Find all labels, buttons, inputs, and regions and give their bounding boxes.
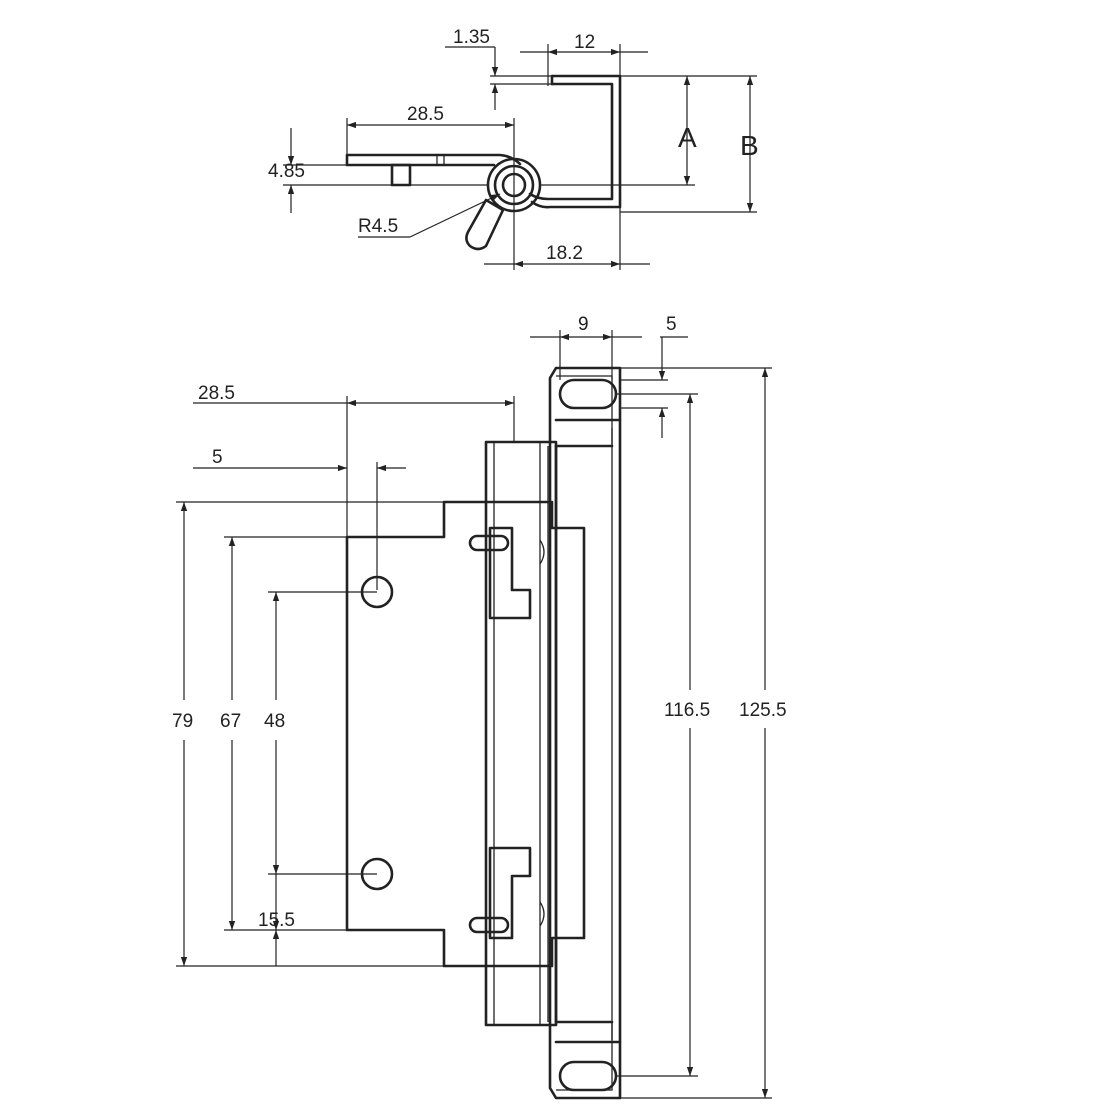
dim-hole-spacing: 48	[264, 711, 285, 732]
leaf-plate	[345, 153, 522, 167]
dim-hole-bottom: 15.5	[258, 910, 295, 931]
variable-b: B	[740, 130, 759, 161]
dim-leaf-length-front: 28.5	[198, 383, 235, 404]
variable-a: A	[678, 122, 697, 153]
dim-bracket-depth: 18.2	[546, 243, 583, 264]
dim-pin-radius: R4.5	[358, 216, 398, 237]
dim-leaf-inner-height: 67	[220, 711, 241, 732]
dim-leaf-length-top: 28.5	[407, 104, 444, 125]
dim-thickness: 1.35	[453, 27, 490, 48]
leaf-stud	[390, 163, 412, 187]
bottom-slot	[558, 1060, 618, 1092]
dim-flange-width: 12	[574, 32, 595, 53]
dim-slot-spacing: 116.5	[664, 700, 710, 721]
lower-catch	[488, 846, 532, 940]
bracket-inner	[528, 82, 614, 201]
front-view: 9 5 28.5 5 79 67 48	[172, 314, 787, 1100]
knuckle-column	[484, 440, 558, 1027]
pin-stud	[465, 198, 505, 251]
bracket-outline	[530, 74, 622, 209]
upper-catch	[488, 526, 532, 620]
dim-leaf-height: 79	[172, 711, 193, 732]
dim-slot-offset: 5	[666, 314, 677, 335]
dim-slot-width: 9	[578, 314, 589, 335]
dim-total-height: 125.5	[739, 700, 787, 721]
dim-hole-offset: 5	[212, 447, 223, 468]
dim-leaf-offset: 4.85	[268, 161, 305, 182]
top-view: 1.35 12 28.5 4.85 R4.5 18.2 A	[268, 27, 759, 270]
top-slot	[558, 378, 618, 410]
